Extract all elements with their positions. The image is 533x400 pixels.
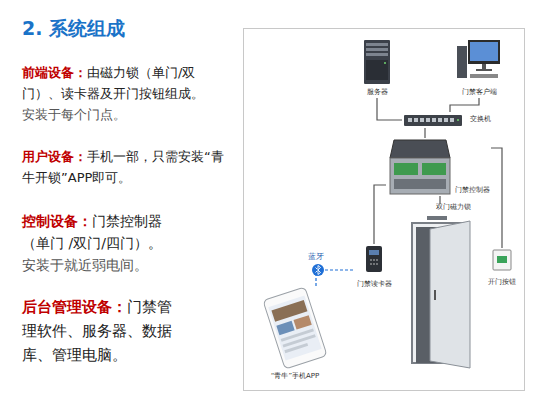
device-node: 门禁客户端	[453, 36, 505, 98]
wire-connector	[450, 98, 479, 112]
wire-connector	[491, 148, 502, 248]
button-icon	[493, 250, 511, 270]
device-label: “青牛”手机APP	[250, 373, 340, 381]
device-caption: 交换机	[470, 116, 491, 124]
reader-icon	[366, 246, 382, 272]
device-label: 服务器	[358, 89, 396, 97]
device-node: “青牛”手机APP	[250, 286, 340, 382]
device-label: 双门磁力锁	[436, 204, 471, 212]
device-caption: 服务器	[358, 89, 396, 97]
device-caption: 门禁控制器	[455, 187, 490, 195]
text-block: 后台管理设备：门禁管理软件、服务器、数据库、管理电脑。	[22, 295, 182, 367]
device-label: 门禁读卡器	[354, 281, 394, 289]
item-heading: 前端设备：	[22, 65, 87, 80]
text-block: 用户设备：手机一部，只需安装“青牛开锁”APP即可。	[22, 146, 227, 188]
wire-connector	[374, 185, 386, 244]
wire-connector	[424, 128, 425, 138]
edge-label: 蓝牙	[307, 253, 325, 262]
device-caption: 开门按钮	[482, 279, 522, 287]
door-illustration	[412, 221, 470, 368]
phone-icon	[263, 287, 327, 369]
switch-icon	[404, 115, 462, 126]
diagram-panel	[244, 29, 525, 391]
lock-icon	[427, 216, 447, 220]
item-note: 安装于就近弱电间。	[22, 254, 180, 276]
server-icon	[364, 40, 390, 84]
bluetooth-link	[316, 270, 354, 286]
device-node: 服务器	[358, 36, 396, 98]
wire-connector	[439, 196, 440, 204]
device-node: 双门磁力锁	[424, 204, 472, 222]
device-caption: 双门磁力锁	[436, 204, 471, 212]
text-block: 前端设备：由磁力锁（单门/双门）、读卡器及开门按钮组成。安装于每个门点。	[22, 62, 227, 125]
device-caption: 门禁客户端	[453, 89, 505, 97]
item-heading: 控制设备：	[22, 213, 92, 229]
computer-icon	[457, 40, 500, 78]
device-label: 门禁控制器	[455, 187, 490, 195]
device-node: 开门按钮	[482, 248, 522, 288]
device-label: 交换机	[470, 116, 491, 124]
text-block: 控制设备：门禁控制器（单门 /双门/四门）。安装于就近弱电间。	[22, 210, 180, 276]
slide-title: 2. 系统组成	[22, 16, 125, 42]
device-node: 交换机	[402, 112, 492, 128]
device-label: 开门按钮	[482, 279, 522, 287]
device-label: 门禁客户端	[453, 89, 505, 97]
device-caption: 门禁读卡器	[354, 281, 394, 289]
item-heading: 用户设备：	[22, 149, 87, 164]
device-node: 门禁读卡器	[354, 244, 394, 290]
device-node: 门禁控制器	[386, 138, 491, 196]
device-caption: “青牛”手机APP	[250, 373, 340, 381]
wire-connector	[377, 98, 402, 120]
item-heading: 后台管理设备：	[22, 298, 127, 316]
controller-icon	[390, 140, 450, 194]
item-note: 安装于每个门点。	[22, 104, 227, 125]
